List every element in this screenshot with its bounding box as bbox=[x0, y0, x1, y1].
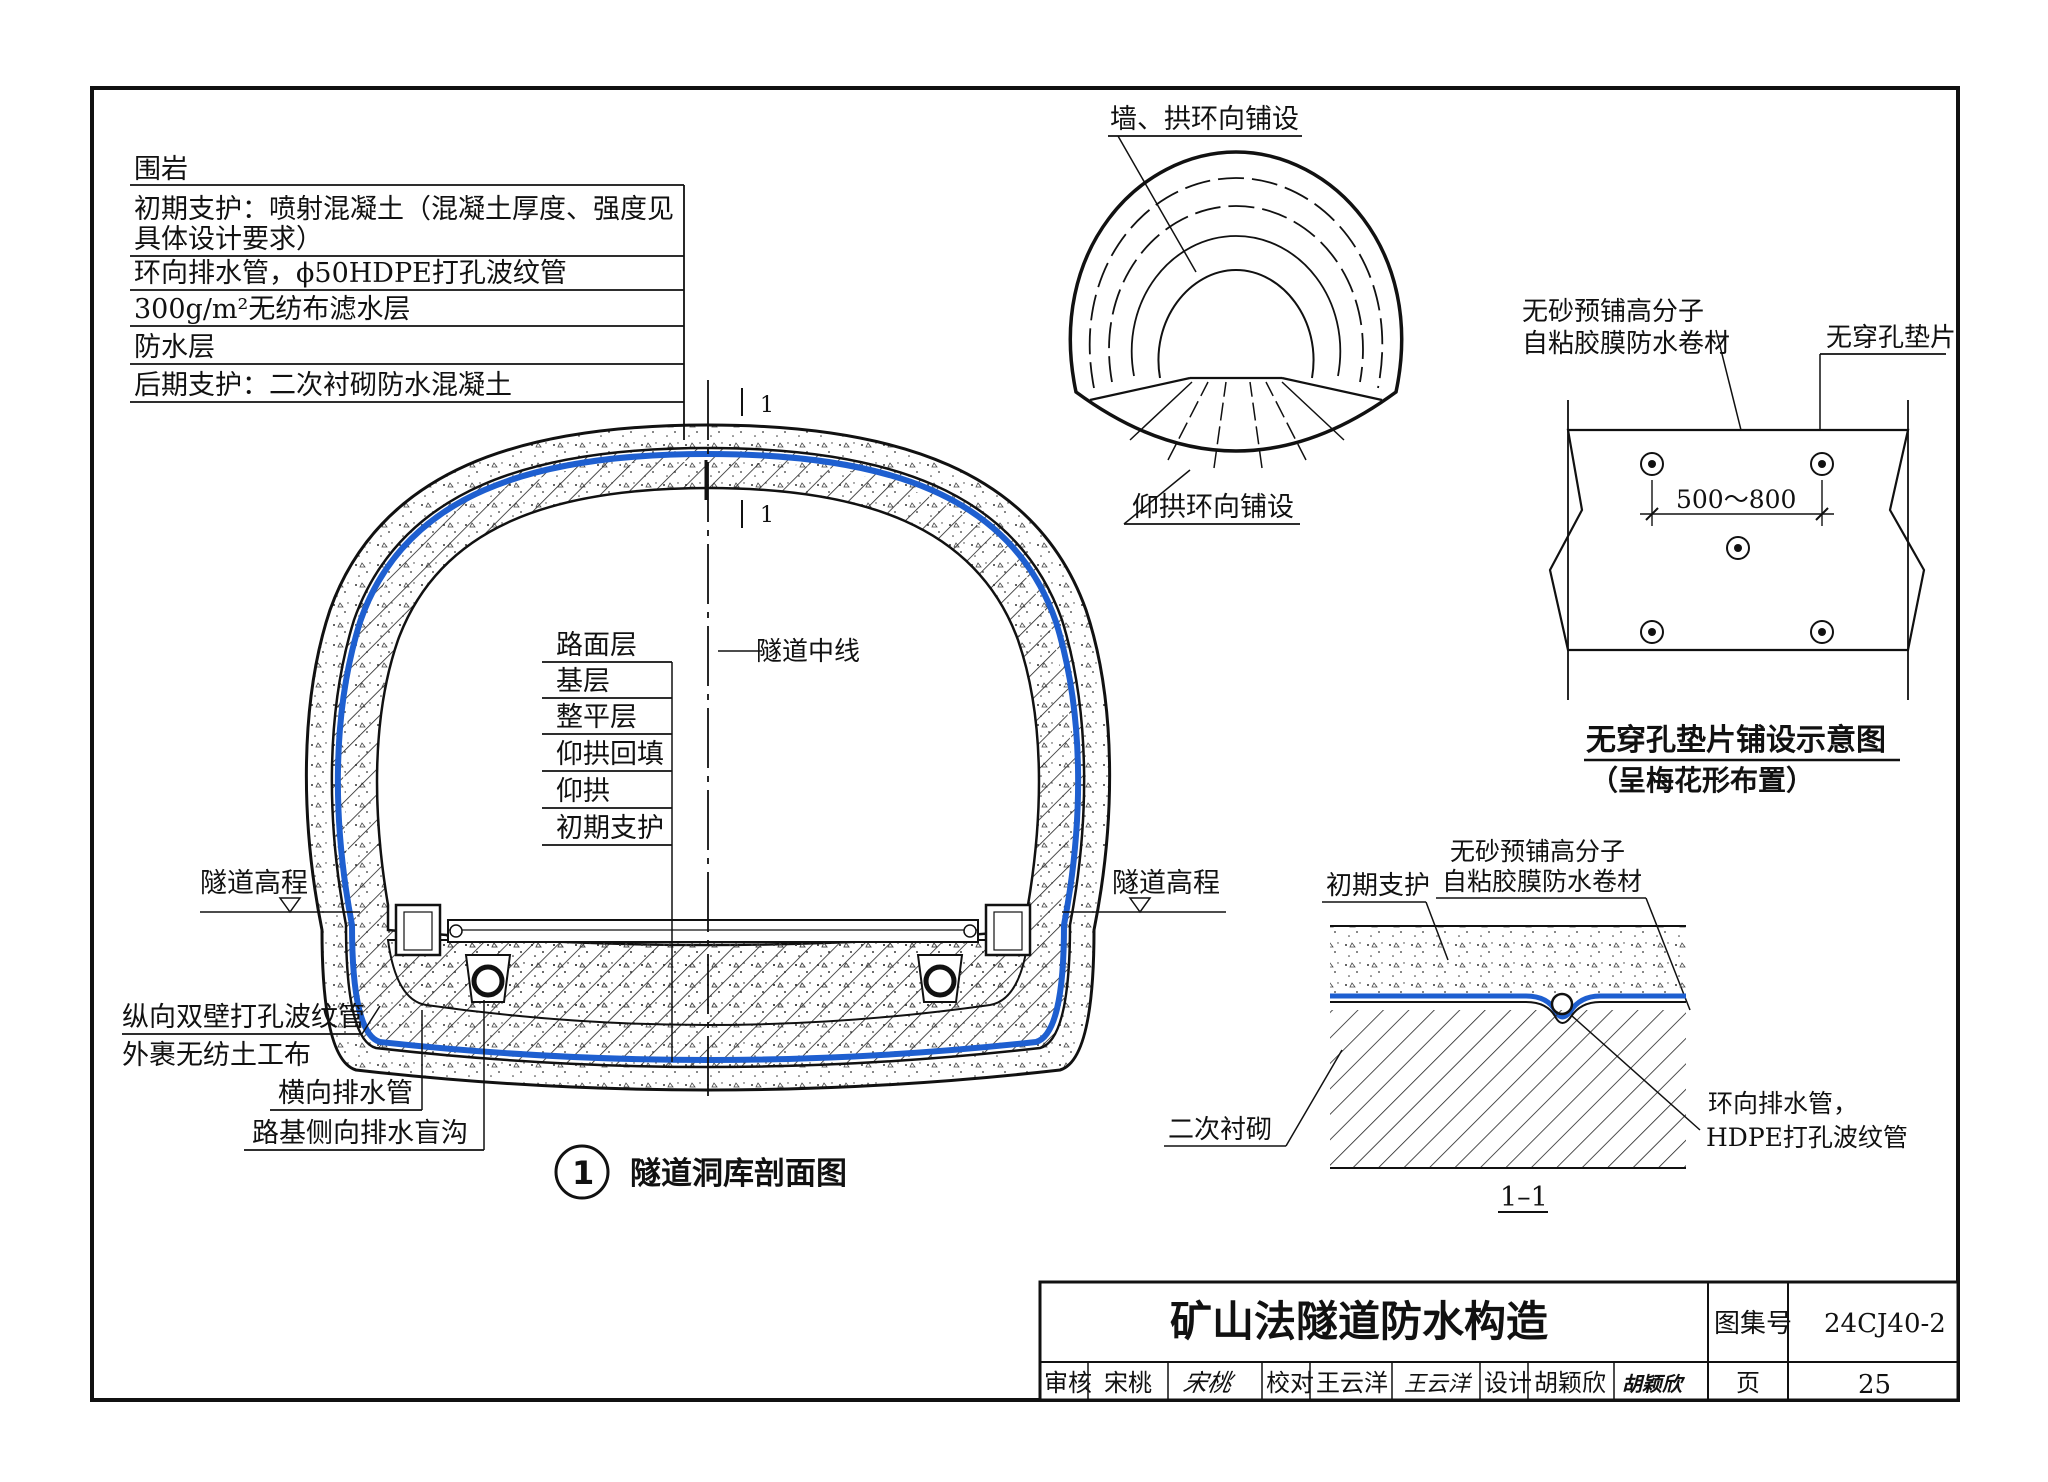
cut-mark-top: 1 bbox=[760, 393, 774, 418]
detail-primary-support bbox=[1330, 926, 1686, 994]
ring-invert-label: 仰拱环向铺设 bbox=[1132, 492, 1294, 523]
drawing-title: 矿山法隧道防水构造 bbox=[1170, 1297, 1548, 1346]
layer-list: 围岩 初期支护：喷射混凝土（混凝土厚度、强度见 具体设计要求） 环向排水管，ϕ5… bbox=[130, 154, 685, 440]
designer: 胡颖欣 bbox=[1534, 1369, 1606, 1397]
layer-label-primary-2: 具体设计要求） bbox=[134, 224, 323, 255]
detail-pipe-label-2: HDPE打孔波纹管 bbox=[1706, 1123, 1908, 1152]
layer-label-pipe: 环向排水管，ϕ50HDPE打孔波纹管 bbox=[134, 258, 567, 289]
gasket-subtitle: （呈梅花形布置） bbox=[1590, 764, 1814, 797]
waterproof-layer bbox=[334, 450, 1082, 1063]
side-ditch-right bbox=[984, 903, 1032, 957]
ring-wall-arch-label: 墙、拱环向铺设 bbox=[1110, 104, 1299, 135]
detail-secondary-lining bbox=[1330, 1010, 1686, 1168]
section-title: 1 隧道洞库剖面图 bbox=[554, 1144, 847, 1200]
pavement-label-surface: 路面层 bbox=[556, 630, 637, 661]
layer-label-fabric: 300g/m²无纺布滤水层 bbox=[134, 294, 410, 325]
side-ditch-left bbox=[394, 903, 442, 957]
label-side-ditch: 路基侧向排水盲沟 bbox=[252, 1118, 468, 1149]
designer-signature: 胡颖欣 bbox=[1622, 1372, 1686, 1396]
gasket-layout: 无砂预铺高分子 自粘胶膜防水卷材 无穿孔垫片 500～800 无穿孔垫片铺设示意… bbox=[1522, 297, 1956, 797]
detail-pipe-label-1: 环向排水管， bbox=[1708, 1089, 1858, 1118]
tunnel-elevation-right: 隧道高程 bbox=[1112, 868, 1220, 899]
gasket-spacing: 500～800 bbox=[1676, 485, 1796, 514]
drain-labels: 纵向双壁打孔波纹管 外裹无纺土工布 横向排水管 路基侧向排水盲沟 bbox=[122, 1000, 485, 1151]
detail-title: 1–1 bbox=[1500, 1182, 1548, 1213]
review-label: 审核 bbox=[1044, 1369, 1092, 1397]
detail-membrane-label-1: 无砂预铺高分子 bbox=[1450, 837, 1625, 866]
gasket-membrane-label-2: 自粘胶膜防水卷材 bbox=[1522, 329, 1730, 359]
pavement-label-primary: 初期支护 bbox=[556, 813, 664, 844]
gasket-title: 无穿孔垫片铺设示意图 bbox=[1586, 723, 1886, 758]
layer-label-primary: 初期支护：喷射混凝土（混凝土厚度、强度见 bbox=[134, 194, 674, 225]
check-label: 校对 bbox=[1266, 1369, 1314, 1397]
checker-signature: 王云洋 bbox=[1404, 1372, 1473, 1397]
title-block: 矿山法隧道防水构造 图集号 24CJ40-2 审核 宋桃 宋桃 校对 王云洋 王… bbox=[1038, 1280, 1960, 1402]
pavement-label-leveling: 整平层 bbox=[556, 702, 637, 733]
ring-view: 墙、拱环向铺设 仰拱环向铺设 bbox=[1068, 104, 1404, 525]
detail-primary-label: 初期支护 bbox=[1326, 871, 1430, 901]
label-longitudinal-pipe: 纵向双壁打孔波纹管 bbox=[122, 1002, 365, 1033]
tunnel-centerline-label: 隧道中线 bbox=[756, 637, 860, 667]
tunnel-elevation-left: 隧道高程 bbox=[200, 868, 308, 899]
pavement-labels: 路面层 基层 整平层 仰拱回填 仰拱 初期支护 bbox=[542, 630, 673, 1062]
checker: 王云洋 bbox=[1316, 1369, 1388, 1397]
gasket-membrane-label-1: 无砂预铺高分子 bbox=[1522, 297, 1704, 327]
page-label: 页 bbox=[1736, 1369, 1760, 1397]
section-number: 1 bbox=[572, 1154, 594, 1192]
label-transverse-pipe: 横向排水管 bbox=[278, 1078, 413, 1109]
gasket-label: 无穿孔垫片 bbox=[1826, 323, 1956, 353]
detail-secondary-label: 二次衬砌 bbox=[1168, 1115, 1272, 1145]
detail-1-1: 无砂预铺高分子 自粘胶膜防水卷材 初期支护 二次衬砌 环向排水管， HDPE打孔… bbox=[1164, 837, 1908, 1213]
design-label: 设计 bbox=[1484, 1369, 1532, 1397]
sheet-frame bbox=[90, 86, 1960, 1402]
pavement-label-base: 基层 bbox=[556, 666, 610, 697]
cut-mark-bottom: 1 bbox=[760, 503, 774, 528]
layer-label-waterproof: 防水层 bbox=[134, 332, 215, 363]
atlas-no: 24CJ40-2 bbox=[1824, 1309, 1946, 1339]
tunnel-section: 1 1 隧道中线 隧道高程 隧道高程 bbox=[200, 380, 1226, 1100]
page-no: 25 bbox=[1858, 1370, 1891, 1400]
pavement-label-invert: 仰拱 bbox=[556, 776, 610, 807]
detail-membrane-label-2: 自粘胶膜防水卷材 bbox=[1442, 867, 1642, 896]
atlas-no-label: 图集号 bbox=[1714, 1309, 1792, 1339]
reviewer: 宋桃 bbox=[1104, 1369, 1152, 1397]
road-slab bbox=[447, 919, 979, 943]
pavement-label-backfill: 仰拱回填 bbox=[556, 739, 664, 770]
label-longitudinal-pipe-2: 外裹无纺土工布 bbox=[122, 1040, 311, 1071]
gasket-marker bbox=[1640, 452, 1834, 644]
layer-label-rock: 围岩 bbox=[134, 154, 188, 185]
section-title-text: 隧道洞库剖面图 bbox=[630, 1156, 847, 1192]
layer-label-secondary: 后期支护：二次衬砌防水混凝土 bbox=[134, 370, 512, 401]
section-number-circle bbox=[554, 1144, 610, 1200]
reviewer-signature: 宋桃 bbox=[1181, 1369, 1238, 1397]
